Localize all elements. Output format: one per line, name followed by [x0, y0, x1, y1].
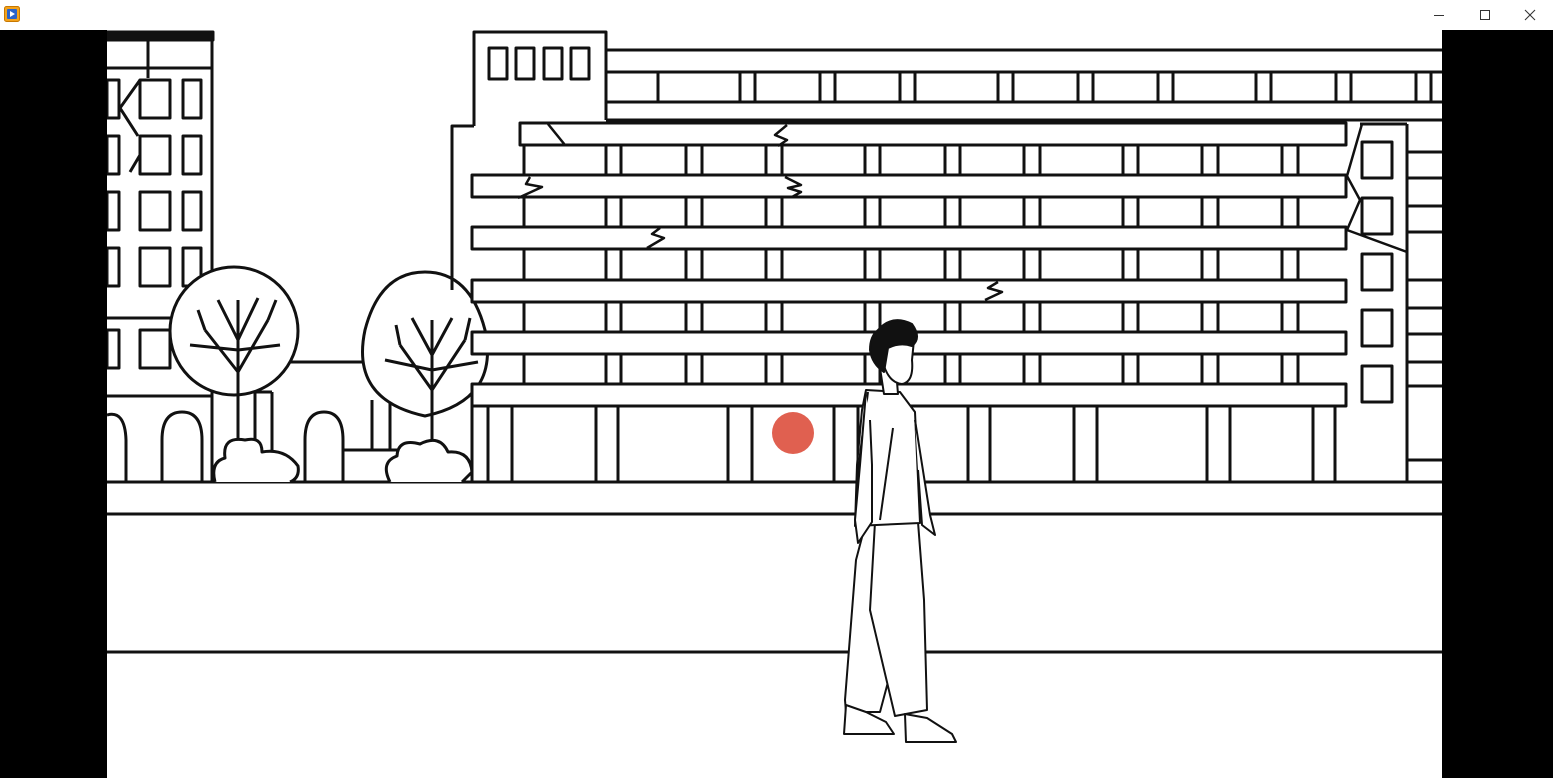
scene-illustration — [107, 30, 1442, 743]
window-border — [1553, 30, 1557, 778]
media-player-icon — [4, 6, 20, 22]
tree-illustration — [361, 270, 489, 484]
building-illustration — [450, 30, 1442, 482]
close-icon — [1524, 9, 1536, 21]
person-walking-illustration — [843, 319, 957, 743]
minimize-button[interactable] — [1416, 0, 1462, 30]
maximize-button[interactable] — [1462, 0, 1508, 30]
maximize-icon — [1480, 10, 1490, 20]
street-lines — [107, 480, 1442, 654]
minimize-icon — [1434, 15, 1444, 16]
close-button[interactable] — [1507, 0, 1553, 30]
left-building — [107, 30, 345, 482]
window-titlebar — [0, 0, 1557, 30]
video-viewport[interactable] — [0, 30, 1553, 778]
tree-illustration — [168, 265, 300, 484]
low-wall — [253, 360, 400, 482]
video-frame[interactable] — [107, 30, 1442, 778]
recording-dot — [772, 412, 814, 454]
